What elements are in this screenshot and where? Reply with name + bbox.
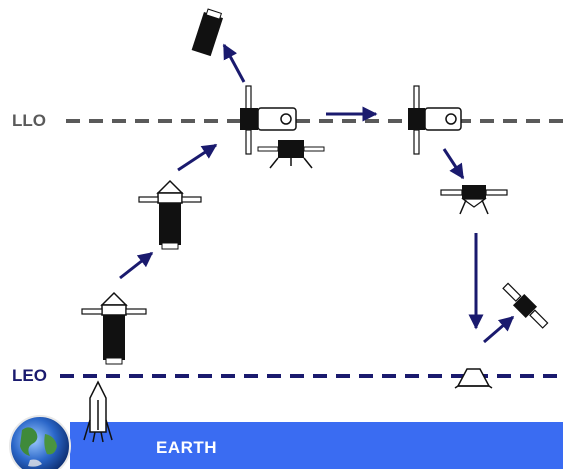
earth-label: EARTH [156, 438, 218, 457]
arrow-stack2-to-llo [177, 143, 218, 172]
lander-icon [454, 368, 493, 389]
arrow-leo-to-stack2 [119, 251, 154, 280]
llo-orbiter [408, 85, 462, 155]
llo-label: LLO [12, 111, 46, 130]
ascent-vehicle-1 [81, 291, 147, 365]
arrow-to-satellite [483, 315, 515, 344]
earth-globe-icon [9, 415, 71, 469]
arrow-llo-up-departure [222, 43, 246, 83]
launch-rocket-icon [83, 380, 113, 443]
llo-orbiter-with-lander [240, 85, 325, 169]
earth-band [70, 422, 563, 469]
descending-lander [440, 185, 508, 215]
arrow-orbiter-to-lander [442, 148, 465, 180]
ascent-vehicle-2 [138, 179, 202, 250]
departing-module [191, 8, 223, 57]
satellite-icon [502, 282, 549, 329]
leo-label: LEO [12, 366, 47, 385]
